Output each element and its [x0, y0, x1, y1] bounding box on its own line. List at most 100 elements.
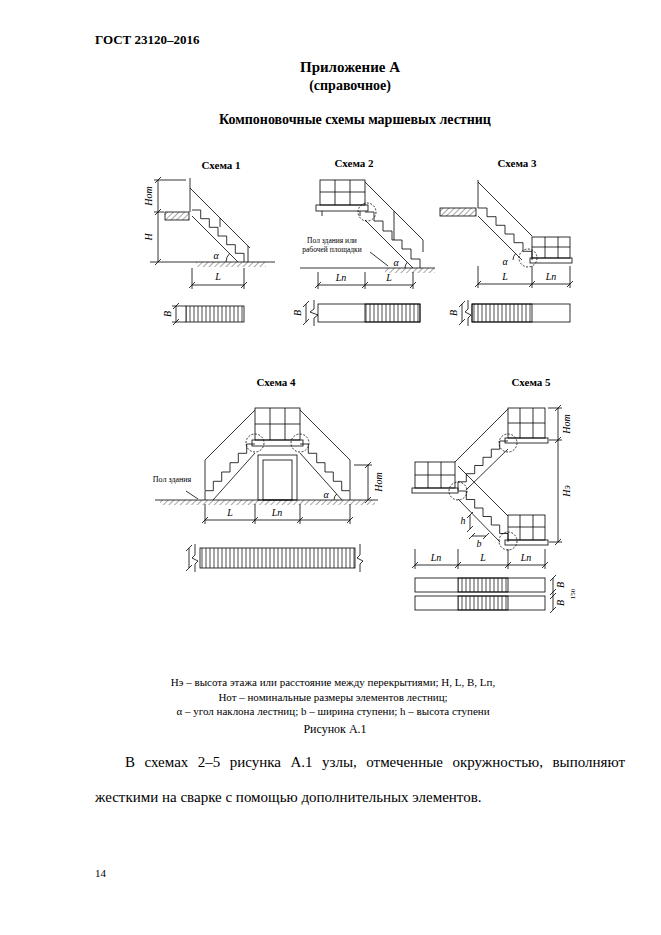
figure-heading: Компоновочные схемы маршевых лестниц: [219, 112, 491, 128]
scheme-3-drawing: [545, 237, 546, 258]
scheme-5-drawing: [472, 536, 486, 537]
scheme-4-drawing: [205, 504, 206, 524]
scheme-4-drawing: [300, 410, 350, 460]
scheme-4-drawing: [160, 500, 375, 505]
scheme-4-drawing: [255, 424, 300, 425]
dimension-label: b: [477, 538, 482, 550]
dimension-label: L: [386, 272, 392, 284]
scheme-2-drawing: [394, 211, 395, 240]
scheme-4-drawing: [368, 465, 369, 500]
scheme-title: Схема 1: [201, 159, 240, 172]
scheme-4-drawing: [354, 465, 372, 466]
scheme-2-drawing: [316, 205, 368, 211]
scheme-5-drawing: [549, 440, 562, 441]
scheme-5-drawing: [455, 409, 508, 462]
scheme-1-drawing: [150, 177, 275, 325]
scheme-5-drawing: [508, 408, 545, 438]
scheme-4-drawing: [258, 455, 297, 500]
dimension-label: B: [555, 600, 567, 606]
scheme-5-drawing: [412, 405, 562, 613]
scheme-5-drawing: [558, 408, 559, 542]
scheme-3-drawing: [519, 249, 537, 267]
scheme-3-drawing: [478, 208, 532, 260]
scheme-1-drawing: [190, 188, 250, 248]
scheme-5-drawing: [415, 596, 545, 610]
scheme-1-drawing: [154, 212, 164, 213]
scheme-2-drawing: [320, 180, 365, 205]
scheme-1-drawing: [158, 180, 159, 262]
scheme-1-drawing: [172, 306, 186, 307]
dimension-label: L: [215, 271, 221, 283]
scheme-4-drawing: [263, 460, 292, 500]
scheme-5-drawing: [508, 527, 545, 528]
scheme-3-drawing: [558, 237, 559, 258]
scheme-1-drawing: [192, 210, 244, 262]
scheme-3-drawing: [465, 300, 471, 326]
scheme-title: Схема 2: [334, 157, 373, 170]
scheme-3-drawing: [440, 208, 476, 216]
scheme-4-drawing: [186, 491, 198, 499]
scheme-4-drawing: [350, 460, 351, 490]
scheme-2-drawing: [318, 272, 319, 289]
scheme-2-drawing: [365, 182, 423, 240]
scheme-4-drawing: [291, 434, 309, 452]
scheme-3-drawing: [440, 180, 573, 326]
scheme-3-drawing: [532, 247, 570, 248]
dimension-label: Hот: [143, 186, 155, 205]
scheme-1-drawing: [172, 322, 186, 323]
scheme-4-drawing: [200, 548, 355, 568]
appendix-heading: Приложение А: [300, 59, 400, 76]
appendix-type: (справочное): [309, 78, 391, 94]
scheme-4-drawing: [192, 544, 198, 572]
scheme-4-drawing: [189, 548, 190, 568]
dimension-label: Hот: [373, 472, 385, 491]
scheme-2-drawing: [303, 282, 416, 325]
scheme-5-drawing: [458, 499, 500, 542]
scheme-2-drawing: [310, 300, 318, 326]
scheme-4-drawing: [334, 494, 337, 500]
scheme-5-drawing: [415, 475, 455, 476]
scheme-title: Схема 3: [497, 157, 536, 170]
scheme-5-drawing: [553, 578, 554, 610]
scheme-4-drawing: [155, 408, 378, 572]
dimension-label: Hэ: [561, 485, 573, 497]
dimension-label: B: [162, 311, 174, 317]
legend-note: Hот – номинальные размеры элементов лест…: [218, 691, 447, 704]
scheme-4-drawing: [205, 410, 255, 460]
scheme-5-drawing: [499, 532, 517, 550]
dimension-label: H: [143, 233, 155, 240]
scheme-1-drawing: [155, 177, 247, 325]
scheme-3-drawing: [478, 284, 570, 285]
scheme-5-drawing: [415, 565, 545, 566]
scheme-5-drawing: [415, 549, 416, 569]
floor-label: Пол здания или рабочей площадки: [297, 237, 367, 254]
scheme-5-drawing: [415, 462, 455, 488]
scheme-1-drawing: [192, 216, 238, 262]
scheme-1-drawing: [192, 285, 244, 286]
scheme-title: Схема 5: [511, 376, 550, 389]
dimension-label: Lп: [431, 552, 442, 564]
scheme-5-drawing: [508, 549, 509, 569]
document-code: ГОСТ 23120–2016: [95, 33, 200, 48]
scheme-2-drawing: [365, 272, 366, 289]
scheme-5-drawing: [470, 515, 471, 529]
scheme-2-drawing: [322, 211, 323, 216]
scheme-2-drawing: [335, 180, 336, 205]
dimension-label: Lп: [521, 552, 532, 564]
scheme-1-drawing: [196, 262, 266, 267]
scheme-4-drawing: [357, 544, 363, 572]
dimension-label: Hот: [561, 414, 573, 433]
scheme-1-drawing: [165, 212, 189, 220]
body-paragraph: В схемах 2–5 рисунка А.1 узлы, отмеченны…: [95, 745, 625, 816]
scheme-1-drawing: [186, 306, 244, 322]
scheme-5-drawing: [458, 596, 508, 610]
angle-label: α: [502, 256, 507, 268]
scheme-2-drawing: [413, 272, 414, 289]
scheme-2-drawing: [365, 212, 420, 268]
scheme-2-drawing: [360, 211, 361, 216]
dimension-label: B: [448, 310, 460, 316]
stair-drawings: [150, 177, 573, 613]
scheme-4-drawing: [255, 408, 300, 440]
scheme-4-drawing: [252, 440, 303, 446]
scheme-3-drawing: [513, 254, 516, 260]
